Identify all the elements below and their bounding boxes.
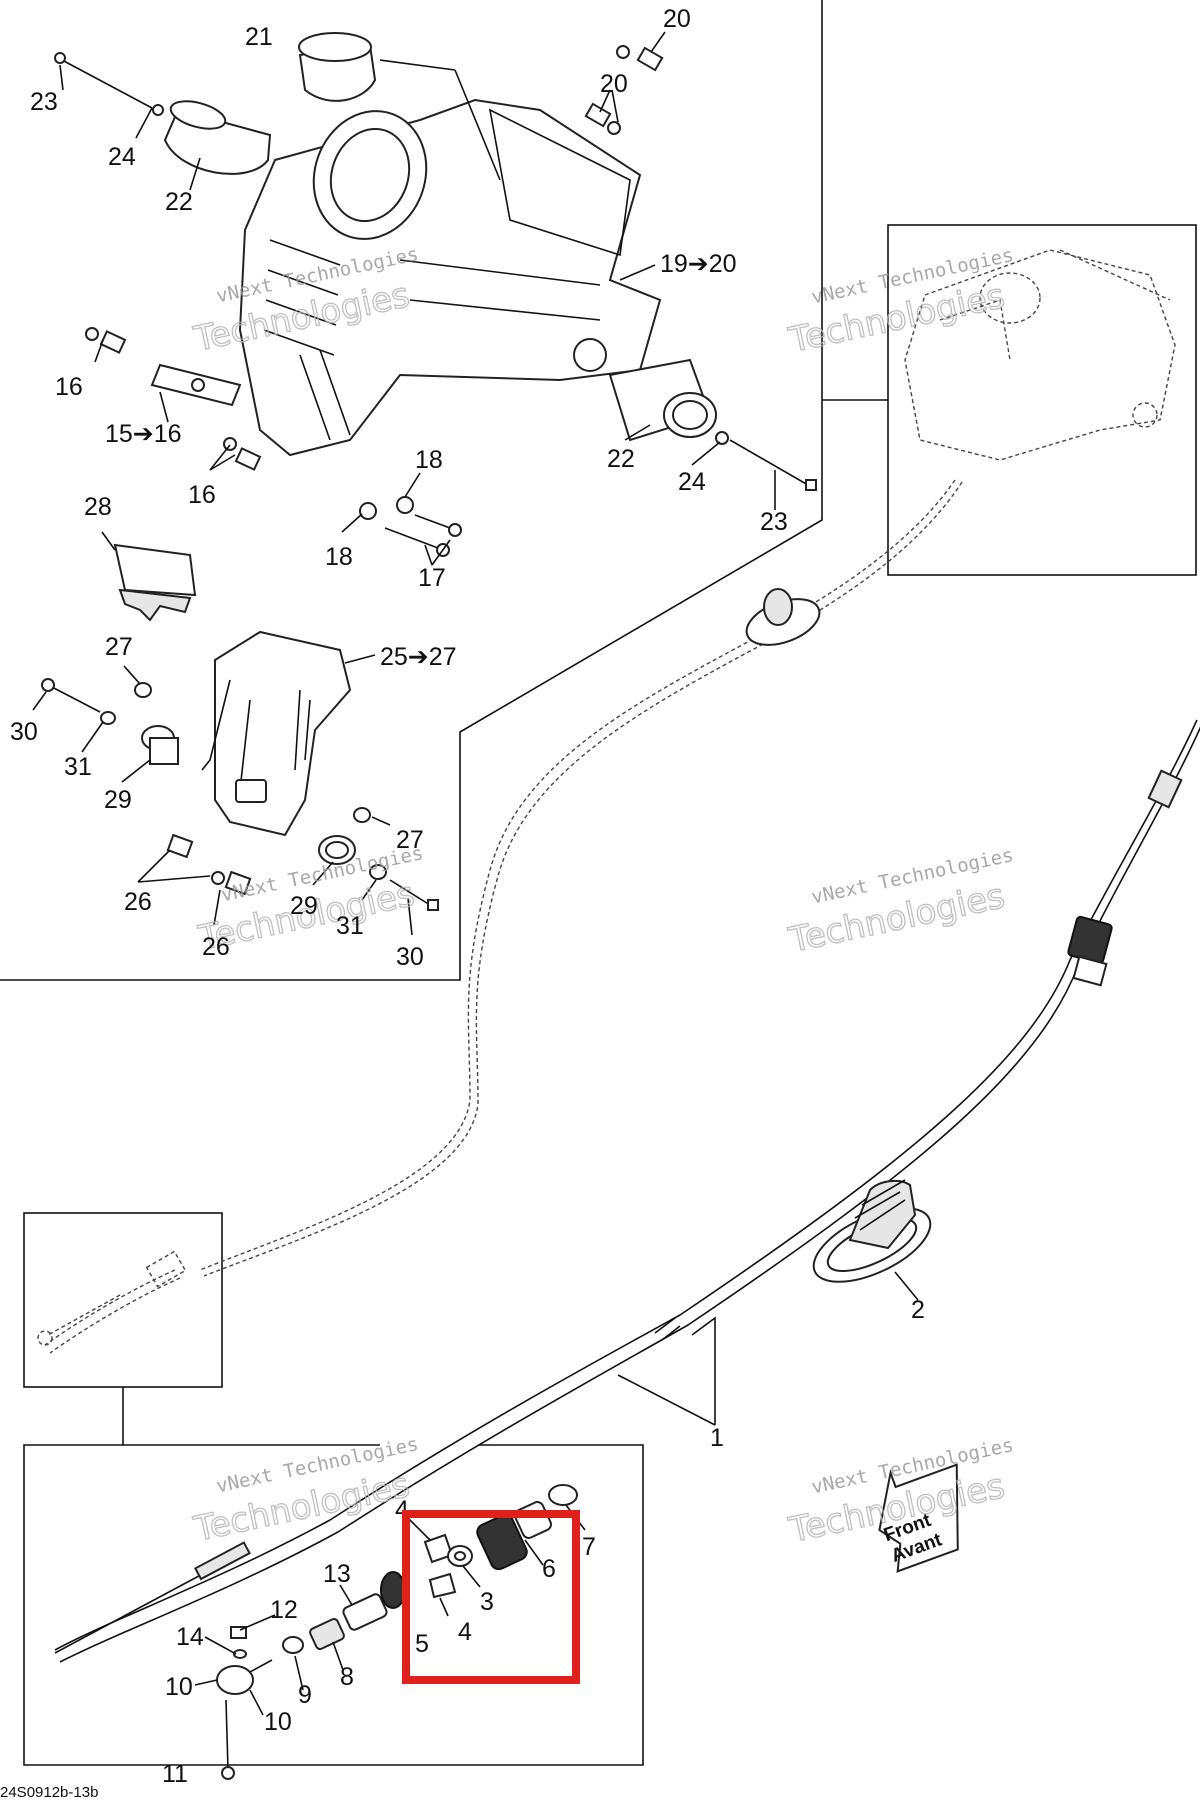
callout-2[interactable]: 2 (911, 1296, 925, 1324)
callout-23[interactable]: 23 (30, 88, 58, 116)
callout-30[interactable]: 30 (10, 718, 38, 746)
leader-lines (32, 31, 919, 1716)
callout-25-27[interactable]: 25➔27 (380, 643, 457, 671)
washer-18 (359, 496, 414, 520)
callout-26[interactable]: 26 (202, 933, 230, 961)
cable-end-rod (54, 1541, 251, 1654)
screw-17 (384, 514, 462, 557)
callout-29[interactable]: 29 (290, 892, 318, 920)
lower-housing-25 (201, 630, 352, 837)
callout-5[interactable]: 5 (415, 1630, 429, 1658)
callout-28[interactable]: 28 (84, 493, 112, 521)
callout-20[interactable]: 20 (663, 5, 691, 33)
halfshell-4 (423, 1533, 457, 1599)
washer-31 (100, 711, 387, 880)
callout-19-20[interactable]: 19➔20 (660, 250, 737, 278)
callout-6[interactable]: 6 (542, 1555, 556, 1583)
callout-27[interactable]: 27 (396, 826, 424, 854)
callout-18[interactable]: 18 (415, 446, 443, 474)
bracket-15 (150, 363, 242, 407)
callout-15-16[interactable]: 15➔16 (105, 420, 182, 448)
callout-24[interactable]: 24 (678, 468, 706, 496)
callout-9[interactable]: 9 (298, 1681, 312, 1709)
bolt-23-upper (54, 52, 164, 116)
detail-housing-right (904, 249, 1176, 461)
callout-10[interactable]: 10 (264, 1708, 292, 1736)
figure-code: 24S0912b-13b (0, 1784, 98, 1801)
callout-13[interactable]: 13 (323, 1560, 351, 1588)
callout-17[interactable]: 17 (418, 564, 446, 592)
callout-22[interactable]: 22 (607, 445, 635, 473)
callout-31[interactable]: 31 (336, 912, 364, 940)
nut-12 (230, 1626, 247, 1639)
callout-31[interactable]: 31 (64, 753, 92, 781)
steering-housing (238, 98, 662, 457)
nut-26 (166, 833, 252, 896)
callout-8[interactable]: 8 (340, 1663, 354, 1691)
cable-solid (54, 719, 1200, 1663)
callout-10[interactable]: 10 (165, 1673, 193, 1701)
frame-lines (0, 0, 1197, 1766)
callout-27[interactable]: 27 (105, 633, 133, 661)
sleeve-13 (342, 1593, 388, 1631)
nut-9 (282, 1636, 304, 1654)
watermark-mid-right: vNext Technologies Technologies (785, 844, 1016, 961)
bolt-23-lower (715, 431, 817, 491)
cover-28 (113, 543, 197, 622)
nut-20-upper (616, 45, 664, 72)
ring-21 (298, 32, 377, 102)
callout-18[interactable]: 18 (325, 543, 353, 571)
callout-20[interactable]: 20 (600, 70, 628, 98)
callout-24[interactable]: 24 (108, 143, 136, 171)
callout-23[interactable]: 23 (760, 508, 788, 536)
callout-16[interactable]: 16 (188, 481, 216, 509)
detail-cable-end-left (37, 1250, 187, 1346)
washer-3 (447, 1545, 473, 1567)
front-arrow (878, 1463, 959, 1573)
callout-1[interactable]: 1 (710, 1424, 724, 1452)
callout-22[interactable]: 22 (165, 188, 193, 216)
grommet-upper (745, 588, 821, 646)
callout-3[interactable]: 3 (480, 1588, 494, 1616)
callout-14[interactable]: 14 (176, 1623, 204, 1651)
highlight-box (402, 1510, 580, 1684)
callout-21[interactable]: 21 (245, 23, 273, 51)
boot-22-lower (608, 358, 717, 442)
grommet-2 (812, 1179, 932, 1283)
callout-26[interactable]: 26 (124, 888, 152, 916)
nut-16 (85, 327, 262, 471)
sleeve-8 (309, 1618, 345, 1650)
boot-22-upper (163, 100, 272, 175)
callout-29[interactable]: 29 (104, 786, 132, 814)
callout-16[interactable]: 16 (55, 373, 83, 401)
watermark-top-right: vNext Technologies Technologies (785, 244, 1016, 361)
bushing-27 (134, 682, 371, 823)
bearing-29 (141, 725, 356, 865)
callout-12[interactable]: 12 (270, 1596, 298, 1624)
callout-11[interactable]: 11 (162, 1760, 188, 1788)
callout-labels: 23 24 22 21 20 20 19➔20 16 15➔16 16 22 2… (10, 5, 925, 1788)
callout-7[interactable]: 7 (582, 1533, 596, 1561)
nut-5 (380, 1571, 406, 1609)
callout-30[interactable]: 30 (396, 943, 424, 971)
callout-4[interactable]: 4 (458, 1618, 472, 1646)
washer-14 (233, 1649, 247, 1659)
o-ring-7 (548, 1484, 578, 1506)
bolt-30 (41, 678, 439, 911)
